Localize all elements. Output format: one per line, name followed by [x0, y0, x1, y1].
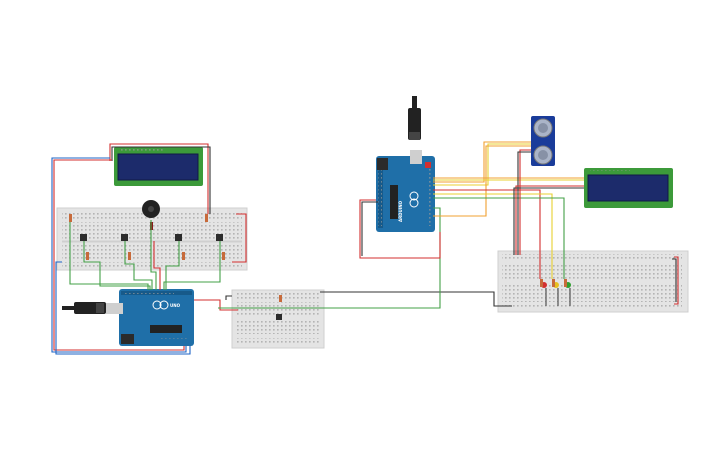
led-icon[interactable] [540, 279, 571, 306]
piezo-buzzer-icon[interactable] [142, 200, 160, 218]
uno-logo: UNO [170, 303, 181, 308]
arduino-left[interactable]: UNO [106, 289, 194, 346]
usb-cable-icon [408, 96, 421, 140]
resistor-icon [540, 279, 543, 287]
usb-cable-icon [62, 302, 106, 314]
ultrasonic-sensor-icon[interactable] [531, 116, 555, 166]
push-button-icon[interactable] [80, 234, 223, 241]
lcd-right[interactable] [584, 168, 673, 208]
breadboard-right[interactable] [497, 250, 689, 313]
lcd-left[interactable] [114, 147, 203, 186]
breadboard-small[interactable] [231, 289, 325, 349]
push-button-icon[interactable] [276, 314, 282, 320]
arduino-mark: ARDUINO [398, 200, 403, 222]
arduino-center[interactable]: ARDUINO [376, 150, 435, 232]
wires [51, 141, 679, 355]
resistor-icon [279, 295, 282, 302]
